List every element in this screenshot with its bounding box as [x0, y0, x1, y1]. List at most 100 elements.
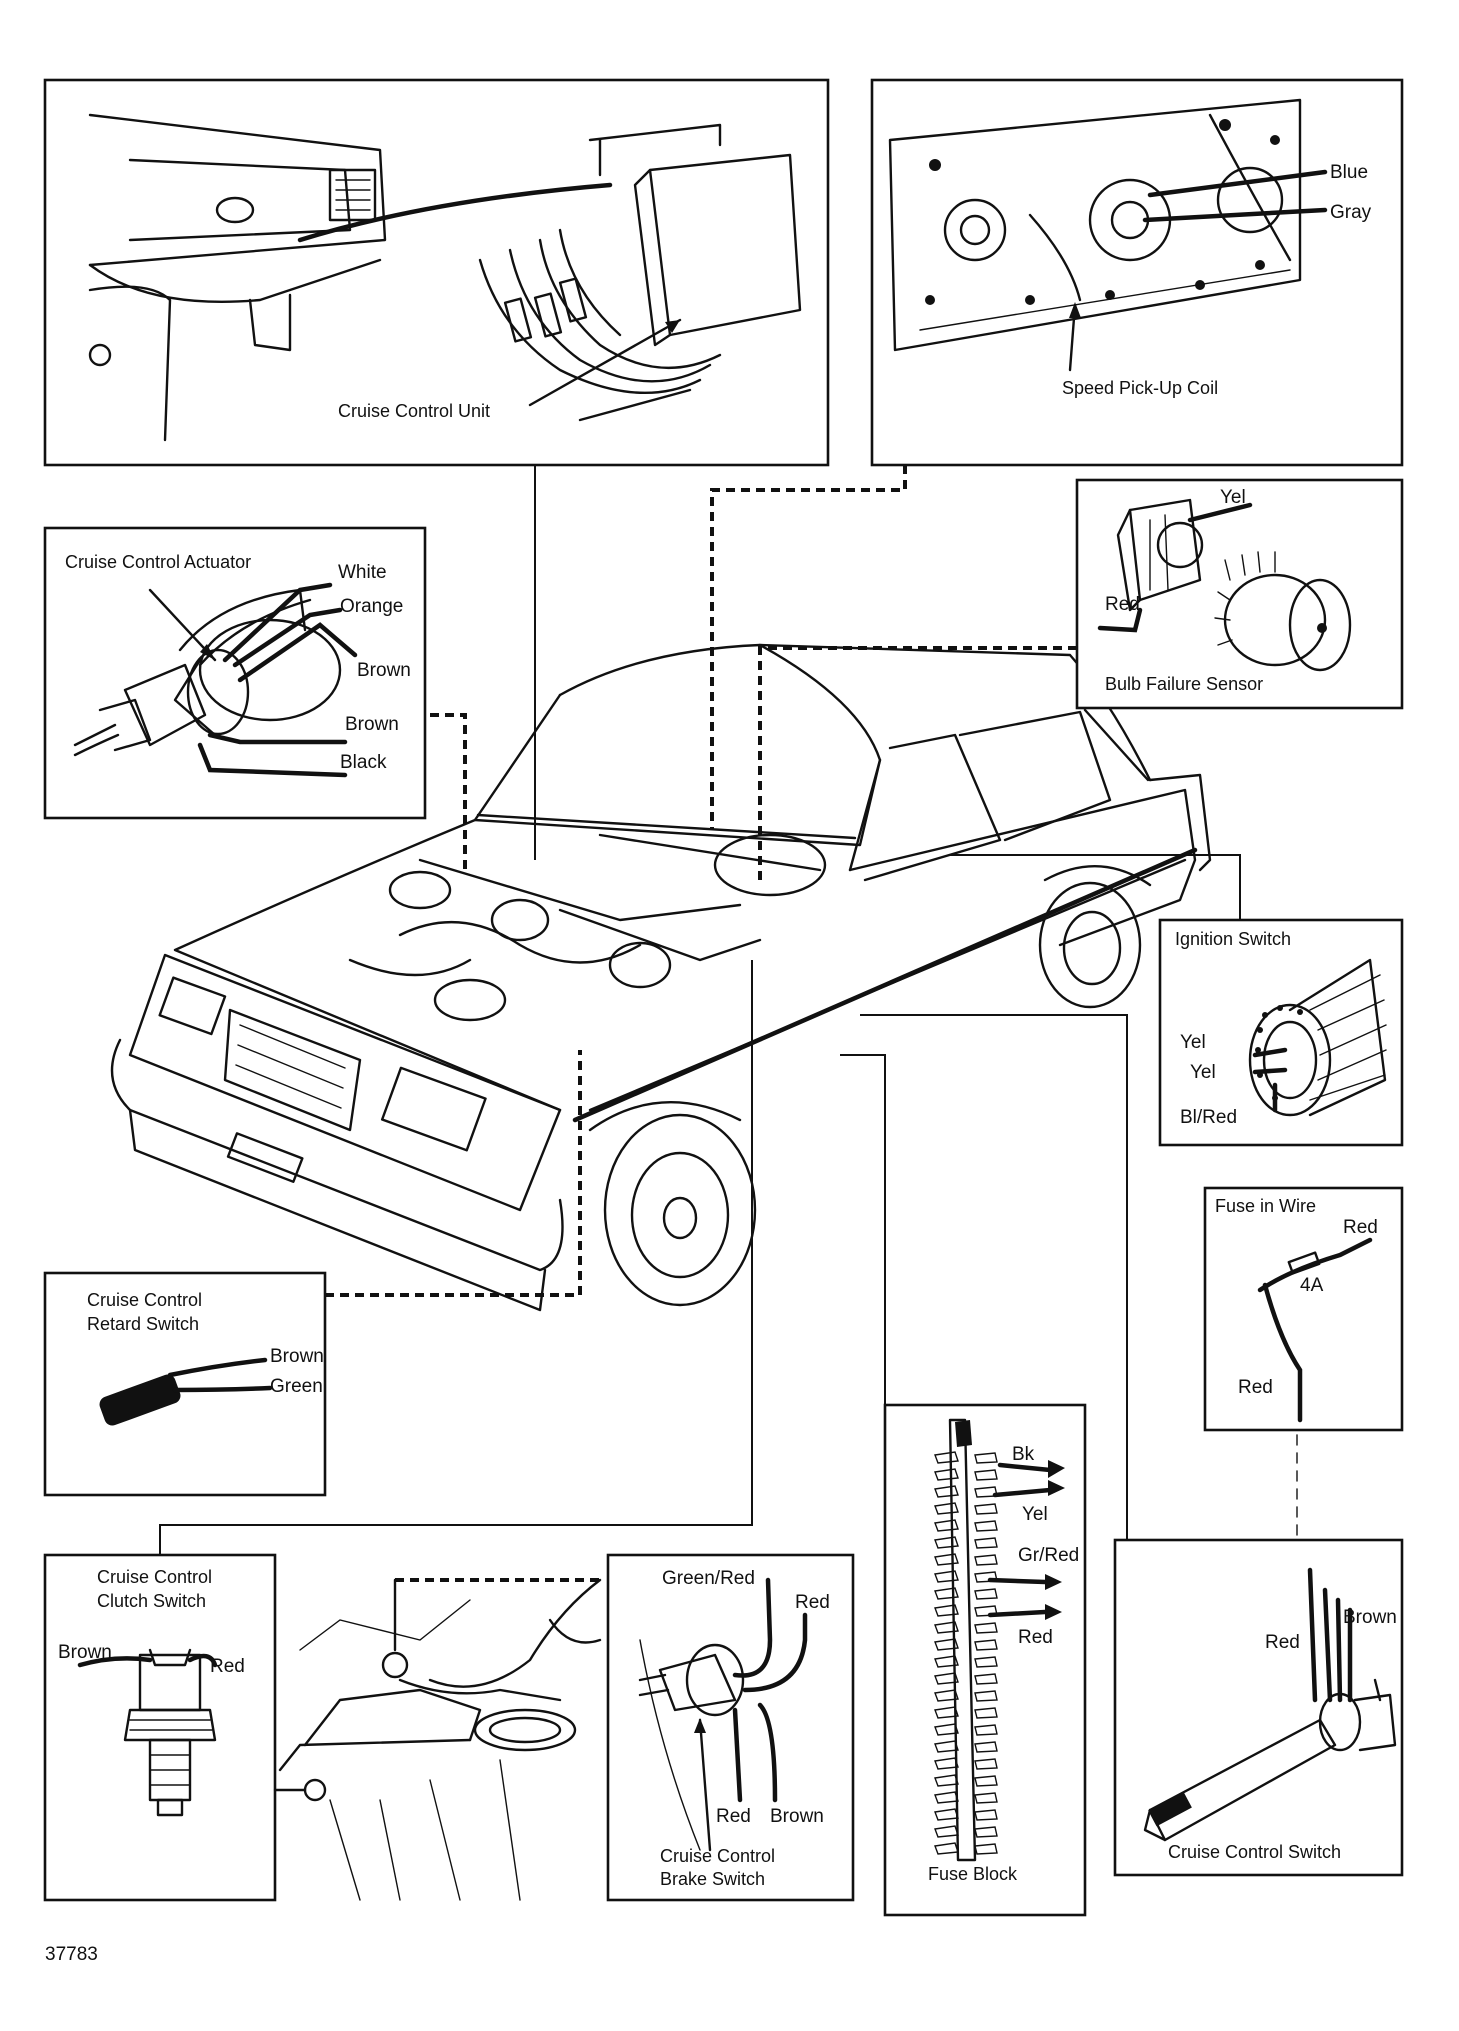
fuse-terminal [974, 1724, 998, 1736]
fuse-terminal [934, 1502, 959, 1515]
panel-cruise-control-unit: Cruise Control Unit [43, 78, 830, 467]
fuse-terminal [974, 1690, 998, 1702]
panel-cruise-control-switch: Red Brown Cruise Control Switch [1113, 1538, 1404, 1877]
fuse-terminal [974, 1503, 998, 1515]
fuse-terminal [934, 1655, 959, 1668]
fuse-terminal [974, 1554, 998, 1566]
actuator-wire-brown-2-label: Brown [345, 714, 399, 735]
fuse-rating-label: 4A [1300, 1275, 1324, 1296]
pedal-assembly-illustration [273, 1578, 602, 1901]
fuse-in-wire-label: Fuse in Wire [1215, 1196, 1316, 1216]
clutch-wire-brown-label: Brown [58, 1642, 112, 1663]
actuator-wire-brown-1-label: Brown [357, 660, 411, 681]
fuse-terminal [934, 1468, 959, 1481]
fuse-terminal [974, 1452, 998, 1464]
fuse-wire-bk-label: Bk [1012, 1444, 1035, 1465]
fuse-block-body [934, 1418, 998, 1862]
retard-switch-label-line2: Retard Switch [87, 1314, 199, 1334]
fuse-terminal [974, 1656, 998, 1668]
panel-clutch-switch: Cruise Control Clutch Switch Brown Red [43, 1553, 277, 1902]
ignition-wire-yel-2-label: Yel [1190, 1062, 1216, 1083]
fuse-block-label: Fuse Block [928, 1864, 1018, 1884]
fuse-terminal [974, 1843, 998, 1855]
fuse-terminal [934, 1536, 959, 1549]
ignition-switch-label: Ignition Switch [1175, 929, 1291, 949]
fuse-terminal [934, 1774, 959, 1787]
actuator-wire-black-label: Black [340, 752, 387, 773]
fuse-wire-red-bottom-label: Red [1238, 1377, 1273, 1398]
fuse-terminal [974, 1622, 998, 1634]
fuse-terminal [974, 1758, 998, 1770]
fuse-terminal [934, 1689, 959, 1702]
fuse-terminal [974, 1469, 998, 1481]
fuse-terminal [934, 1672, 959, 1685]
clutch-switch-label-line1: Cruise Control [97, 1567, 212, 1587]
fuse-wire-gr-red-label: Gr/Red [1018, 1545, 1079, 1566]
fuse-terminal [934, 1842, 959, 1855]
fuse-terminal [974, 1707, 998, 1719]
brake-switch-label-line2: Brake Switch [660, 1869, 765, 1889]
cruise-control-switch-label: Cruise Control Switch [1168, 1842, 1341, 1862]
fuse-terminal [934, 1485, 959, 1498]
fuse-terminal [934, 1621, 959, 1634]
fuse-terminal [934, 1638, 959, 1651]
bulb-wire-red-label: Red [1105, 594, 1140, 615]
brake-wire-red-top-label: Red [795, 1592, 830, 1613]
fuse-terminal [934, 1519, 959, 1532]
fuse-wire-red-label: Red [1018, 1627, 1053, 1648]
cruise-switch-wire-brown-label: Brown [1343, 1607, 1397, 1628]
panel-ignition-switch: Ignition Switch Yel Yel Bl/Red [1158, 918, 1404, 1147]
fuse-terminal [974, 1520, 998, 1532]
bulb-failure-sensor-label: Bulb Failure Sensor [1105, 674, 1263, 694]
retard-wire-brown-label: Brown [270, 1346, 324, 1367]
fuse-terminal [934, 1757, 959, 1770]
panel-bulb-failure-sensor: Yel Red Bulb Failure Sensor [1075, 478, 1404, 710]
fuse-terminal [934, 1587, 959, 1600]
brake-wire-green-red-label: Green/Red [662, 1568, 755, 1589]
figure-id: 37783 [45, 1944, 98, 1965]
panel-retard-switch: Cruise Control Retard Switch Brown Green [43, 1271, 327, 1497]
panel-fuse-block: Bk Yel Gr/Red Red Fuse Block [883, 1403, 1087, 1917]
fuse-terminal [934, 1604, 959, 1617]
brake-wire-red-label: Red [716, 1806, 751, 1827]
actuator-label: Cruise Control Actuator [65, 552, 251, 572]
ignition-wire-blred-label: Bl/Red [1180, 1107, 1237, 1128]
brake-wire-brown-label: Brown [770, 1806, 824, 1827]
car-illustration [110, 643, 1212, 1312]
clutch-switch-label-line2: Clutch Switch [97, 1591, 206, 1611]
clutch-wire-red-label: Red [210, 1656, 245, 1677]
fuse-terminal [934, 1825, 959, 1838]
panel-cruise-control-actuator: Cruise Control Actuator White Orange Bro… [43, 526, 427, 820]
fuse-terminal [974, 1639, 998, 1651]
fuse-terminal [974, 1792, 998, 1804]
wire-blue-label: Blue [1330, 162, 1368, 183]
actuator-wire-white-label: White [338, 562, 387, 583]
ignition-wire-yel-1-label: Yel [1180, 1032, 1206, 1053]
fuse-terminal [974, 1741, 998, 1753]
fuse-terminal [934, 1451, 959, 1464]
fuse-terminal [934, 1553, 959, 1566]
fuse-terminal [934, 1740, 959, 1753]
leader-lines [159, 465, 1298, 1555]
fuse-terminal [934, 1723, 959, 1736]
fuse-terminal [974, 1775, 998, 1787]
fuse-terminal [974, 1537, 998, 1549]
brake-switch-label-line1: Cruise Control [660, 1846, 775, 1866]
panel-speed-pickup-coil: Blue Gray Speed Pick-Up Coil [870, 78, 1404, 467]
speed-pickup-coil-label: Speed Pick-Up Coil [1062, 378, 1218, 398]
fuse-terminal [974, 1588, 998, 1600]
fuse-wire-yel-label: Yel [1022, 1504, 1048, 1525]
fuse-terminal [934, 1706, 959, 1719]
wire-gray-label: Gray [1330, 202, 1372, 223]
fuse-terminal [934, 1570, 959, 1583]
fuse-terminal [974, 1826, 998, 1838]
retard-wire-green-label: Green [270, 1376, 323, 1397]
retard-switch-label-line1: Cruise Control [87, 1290, 202, 1310]
fuse-wire-red-top-label: Red [1343, 1217, 1378, 1238]
actuator-wire-orange-label: Orange [340, 596, 403, 617]
panel-brake-switch: Green/Red Red Red Brown Cruise Control B… [606, 1553, 855, 1902]
fuse-terminal [934, 1791, 959, 1804]
fuse-terminal [974, 1673, 998, 1685]
bulb-wire-yel-label: Yel [1220, 487, 1246, 508]
panel-fuse-in-wire: Fuse in Wire Red 4A Red [1203, 1186, 1404, 1432]
